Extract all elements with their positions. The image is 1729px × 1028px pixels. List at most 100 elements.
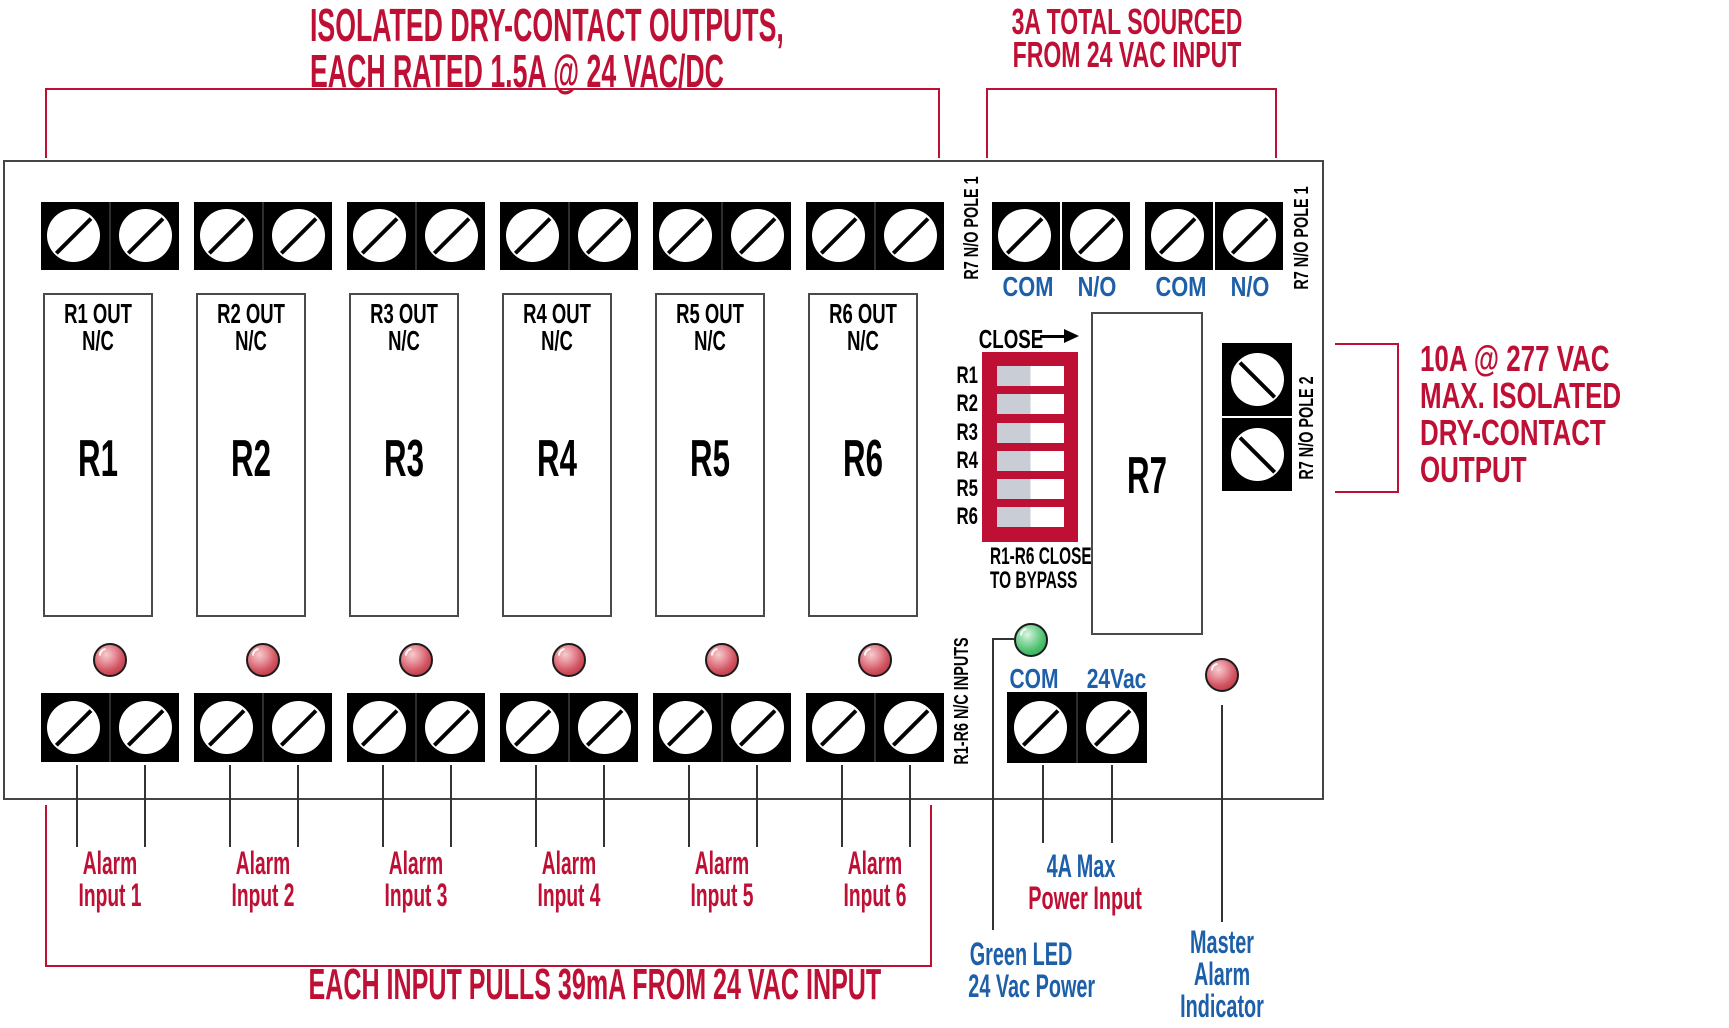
terminal-leader-line — [450, 765, 452, 847]
terminal-leader-line — [1042, 765, 1044, 843]
r7-pole1-terminal-pair — [1145, 202, 1283, 270]
outputs-bracket — [45, 88, 47, 158]
dip-slot — [997, 507, 1064, 527]
screw-terminal-icon — [1231, 428, 1284, 481]
close-arrow-icon — [1040, 335, 1066, 338]
relay-box: R2 OUT N/C R2 — [196, 293, 306, 617]
relay-nc-label: N/C — [847, 325, 879, 356]
alarm-input-label: Alarm Input 4 — [518, 847, 620, 911]
output-terminal-pair — [347, 202, 485, 270]
green-led-caption: Green LED 24 Vac Power — [968, 936, 1095, 1002]
alarm-input-label-line1: Alarm — [541, 845, 597, 881]
terminal-leader-line — [297, 765, 299, 847]
output-terminal-pair — [806, 202, 944, 270]
input-terminal-pair — [500, 693, 638, 762]
screw-terminal-icon — [200, 209, 253, 262]
terminal-leader-line — [535, 765, 537, 847]
relay-nc-label: N/C — [694, 325, 726, 356]
input-terminal-pair — [194, 693, 332, 762]
alarm-led-icon — [858, 643, 892, 677]
alarm-led-icon — [93, 643, 127, 677]
relay-nc-label: N/C — [388, 325, 420, 356]
relay-out-label: R1 OUT — [64, 298, 132, 329]
master-alarm-caption-line2: Alarm — [1193, 956, 1251, 992]
r7-pole1-vertical-label: R7 N/O POLE 1 — [961, 176, 983, 280]
dip-row-label: R4 — [956, 447, 978, 474]
terminal-divider — [262, 202, 264, 270]
alarm-inputs-bracket — [45, 965, 932, 967]
screw-terminal-icon — [659, 209, 712, 262]
r7-label: R7 — [1127, 447, 1167, 505]
screw-terminal-icon — [119, 209, 172, 262]
master-alarm-caption-line3: Indicator — [1180, 988, 1264, 1024]
dip-row-label: R3 — [956, 419, 978, 446]
screw-terminal-icon — [119, 701, 172, 754]
dip-slot — [997, 451, 1064, 471]
terminal-divider — [415, 693, 417, 762]
relay-out-label: R4 OUT — [523, 298, 591, 329]
green-led-callout-line — [992, 638, 994, 930]
relay-box: R5 OUT N/C R5 — [655, 293, 765, 617]
relay-column: R1 OUT N/C R1 Alarm Input 1 — [41, 0, 179, 1028]
terminal-divider — [1222, 416, 1292, 418]
close-arrow-icon — [1064, 329, 1079, 343]
screw-terminal-icon — [1223, 209, 1276, 262]
dip-row-label: R6 — [956, 503, 978, 530]
output-terminal-pair — [194, 202, 332, 270]
terminal-divider — [721, 693, 723, 762]
alarm-input-label: Alarm Input 6 — [824, 847, 926, 911]
relay-label: R2 — [231, 430, 271, 488]
alarm-input-label-line2: Input 5 — [690, 877, 754, 913]
outputs-bracket — [46, 88, 940, 90]
terminal-leader-line — [688, 765, 690, 847]
screw-terminal-icon — [812, 701, 865, 754]
dip-caption: R1-R6 CLOSE TO BYPASS — [990, 545, 1092, 593]
sourced-note: 3A TOTAL SOURCED FROM 24 VAC INPUT — [967, 4, 1287, 75]
sourced-note-line2: FROM 24 VAC INPUT — [1012, 34, 1242, 75]
sourced-bracket — [1275, 88, 1277, 158]
outputs-note: ISOLATED DRY-CONTACT OUTPUTS, EACH RATED… — [310, 2, 784, 97]
power-vac-label: 24Vac — [1086, 663, 1147, 694]
terminal-divider — [568, 693, 570, 762]
isolated-output-note-line4: OUTPUT — [1420, 449, 1527, 490]
isolated-output-note-line1: 10A @ 277 VAC — [1420, 338, 1610, 379]
dip-slot — [997, 423, 1064, 443]
relay-out-label: R6 OUT — [829, 298, 897, 329]
alarm-input-label-line1: Alarm — [847, 845, 903, 881]
sourced-bracket — [986, 88, 988, 158]
terminal-leader-line — [144, 765, 146, 847]
outputs-note-line2: EACH RATED 1.5A @ 24 VAC/DC — [310, 45, 724, 97]
relay-column: R5 OUT N/C R5 Alarm Input 5 — [653, 0, 791, 1028]
alarm-input-label-line1: Alarm — [694, 845, 750, 881]
input-terminal-pair — [41, 693, 179, 762]
terminal-divider — [1213, 202, 1215, 270]
green-led-caption-line1: Green LED — [969, 936, 1073, 972]
terminal-leader-line — [603, 765, 605, 847]
board-outline — [3, 160, 1324, 800]
relay-label: R6 — [843, 430, 883, 488]
alarm-led-icon — [246, 643, 280, 677]
power-terminal-pair — [1007, 692, 1147, 763]
sourced-bracket — [987, 88, 1277, 90]
terminal-divider — [874, 693, 876, 762]
relay-out-label: R2 OUT — [217, 298, 285, 329]
screw-terminal-icon — [47, 209, 100, 262]
relay-label: R5 — [690, 430, 730, 488]
terminal-leader-line — [76, 765, 78, 847]
screw-terminal-icon — [425, 209, 478, 262]
terminal-divider — [568, 202, 570, 270]
master-alarm-caption: Master Alarm Indicator — [1169, 926, 1274, 1022]
screw-terminal-icon — [506, 209, 559, 262]
relay-column: R2 OUT N/C R2 Alarm Input 2 — [194, 0, 332, 1028]
alarm-input-label: Alarm Input 2 — [212, 847, 314, 911]
master-alarm-caption-line1: Master — [1190, 924, 1254, 960]
relay-column: R6 OUT N/C R6 Alarm Input 6 — [806, 0, 944, 1028]
relay-box: R3 OUT N/C R3 — [349, 293, 459, 617]
isolated-output-note: 10A @ 277 VAC MAX. ISOLATED DRY-CONTACT … — [1420, 340, 1621, 488]
relay-box: R4 OUT N/C R4 — [502, 293, 612, 617]
power-caption: 4A Max Power Input — [1028, 850, 1142, 914]
input-terminal-pair — [653, 693, 791, 762]
screw-terminal-icon — [884, 701, 937, 754]
terminal-divider — [1060, 202, 1062, 270]
isolated-output-bracket — [1335, 491, 1399, 493]
